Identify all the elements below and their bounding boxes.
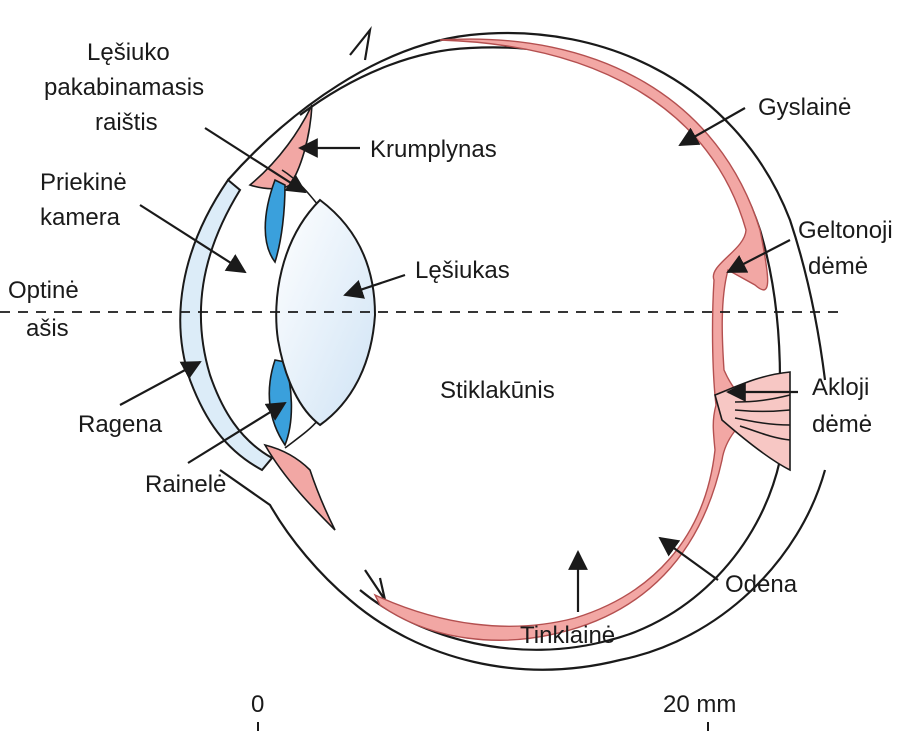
label-anterior-chamber-1: Priekinė [40, 169, 127, 196]
label-blind-spot-1: Akloji [812, 374, 869, 401]
label-cornea: Ragena [78, 411, 163, 438]
label-lens: Lęšiukas [415, 257, 510, 284]
leader-cornea [120, 362, 200, 405]
sclera-notch-top [350, 30, 370, 60]
label-vitreous: Stiklakūnis [440, 377, 555, 404]
label-suspensory-ligament-2: pakabinamasis [44, 74, 204, 101]
label-iris: Rainelė [145, 471, 226, 498]
scale-end-label: 20 mm [663, 691, 736, 718]
iris-top [265, 180, 285, 262]
label-anterior-chamber-2: kamera [40, 204, 121, 231]
label-macula-1: Geltonoji [798, 217, 893, 244]
label-suspensory-ligament-3: raištis [95, 109, 158, 136]
scale-start-label: 0 [251, 691, 264, 718]
label-retina: Tinklainė [520, 622, 615, 649]
label-optic-axis-2: ašis [26, 315, 69, 342]
label-blind-spot-2: dėmė [812, 411, 872, 438]
label-sclera: Odena [725, 571, 798, 598]
label-choroid: Gyslainė [758, 94, 851, 121]
label-suspensory-ligament-1: Lęšiuko [87, 39, 170, 66]
label-ciliary-body: Krumplynas [370, 136, 497, 163]
ciliary-body-bottom [265, 445, 335, 530]
cornea [180, 180, 272, 470]
label-optic-axis-1: Optinė [8, 277, 79, 304]
label-macula-2: dėmė [808, 253, 868, 280]
